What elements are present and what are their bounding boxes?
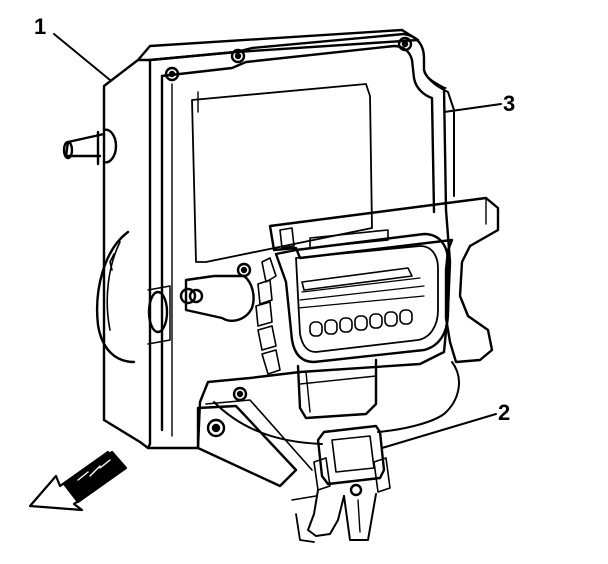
- connector-socket: [184, 196, 500, 420]
- callout-1: 1: [34, 14, 47, 39]
- harness-connector: [291, 424, 391, 543]
- callout-3: 3: [503, 91, 516, 116]
- module-housing: [62, 28, 452, 488]
- leader-1: [53, 33, 111, 81]
- harness-wire: [213, 361, 460, 445]
- leader-2: [381, 413, 497, 449]
- callout-leaders: [53, 33, 502, 449]
- connector-pin-row: [309, 309, 413, 337]
- callout-2: 2: [498, 400, 511, 425]
- rear-actuator-dome: [96, 230, 136, 364]
- leader-3: [443, 103, 502, 113]
- arrow-down-left-icon: [28, 450, 128, 512]
- cover-gasket: [423, 69, 455, 197]
